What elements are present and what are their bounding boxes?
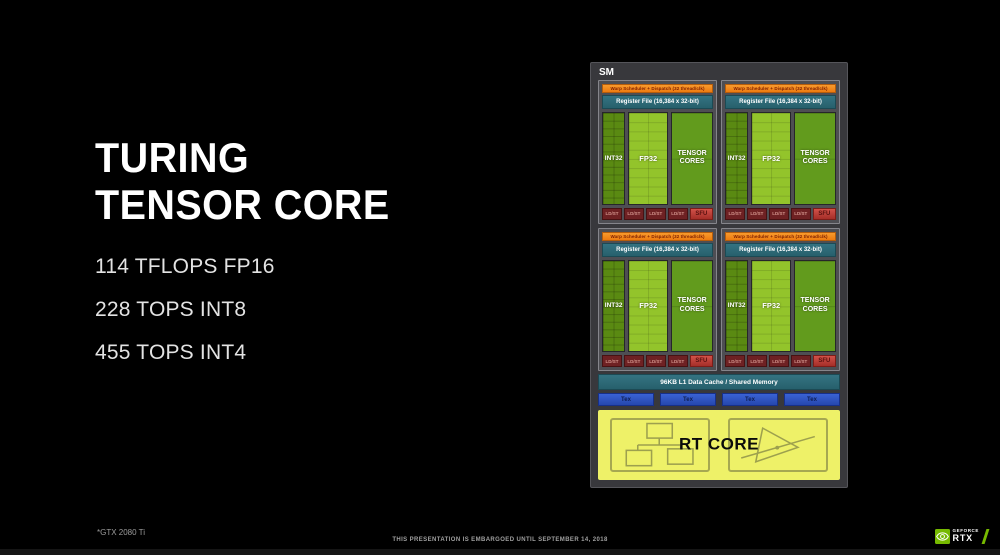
tensor-cores-block: TENSOR CORES — [671, 259, 713, 352]
sm-partition-3: Warp Scheduler + Dispatch (32 thread/clk… — [598, 227, 717, 371]
sm-partition-4: Warp Scheduler + Dispatch (32 thread/clk… — [721, 227, 840, 371]
logo-geforce-label: GEFORCE — [952, 527, 979, 533]
ray-triangle-box — [728, 418, 828, 472]
embargo-notice: THIS PRESENTATION IS EMBARGOED UNTIL SEP… — [392, 537, 608, 543]
warp-scheduler-bar: Warp Scheduler + Dispatch (32 thread/clk… — [725, 231, 836, 241]
ldst-unit: LD/ST — [602, 207, 622, 220]
ldst-unit: LD/ST — [790, 207, 811, 220]
ldst-sfu-row: LD/ST LD/ST LD/ST LD/ST SFU — [602, 355, 713, 367]
ldst-unit: LD/ST — [768, 207, 789, 220]
register-file-bar: Register File (16,384 x 32-bit) — [725, 242, 836, 257]
page-title: TURING TENSOR CORE — [95, 134, 390, 229]
int32-block: INT32 — [725, 112, 749, 205]
tex-unit: Tex — [722, 393, 778, 406]
nvidia-logo-icon — [934, 528, 950, 544]
sfu-unit: SFU — [812, 355, 836, 367]
ldst-unit: LD/ST — [725, 355, 745, 367]
ldst-unit: LD/ST — [645, 355, 666, 367]
fp32-block: FP32 — [628, 112, 669, 205]
left-text-panel: TURING TENSOR CORE 114 TFLOPS FP16 228 T… — [95, 134, 409, 385]
geforce-rtx-logo: GEFORCE RTX — [934, 527, 990, 545]
register-file-bar: Register File (16,384 x 32-bit) — [725, 95, 836, 109]
logo-rtx-label: RTX — [952, 533, 973, 544]
ray-triangle-icon — [740, 426, 816, 464]
title-line-1: TURING — [95, 134, 250, 181]
register-file-bar: Register File (16,384 x 32-bit) — [602, 95, 713, 109]
sm-diagram-label: SM — [599, 67, 614, 78]
ldst-unit: LD/ST — [667, 207, 688, 220]
bvh-box — [610, 418, 710, 472]
int32-block: INT32 — [602, 112, 626, 205]
fp32-block: FP32 — [628, 259, 669, 352]
ldst-unit: LD/ST — [667, 355, 688, 367]
sm-diagram: SM Warp Scheduler + Dispatch (32 thread/… — [590, 62, 848, 488]
sfu-unit: SFU — [812, 207, 836, 220]
register-file-bar: Register File (16,384 x 32-bit) — [602, 242, 713, 257]
ldst-unit: LD/ST — [746, 355, 767, 367]
spec-int4: 455 TOPS INT4 — [95, 340, 247, 364]
tex-unit-row: Tex Tex Tex Tex — [598, 393, 840, 406]
title-line-2: TENSOR CORE — [95, 181, 390, 229]
tex-unit: Tex — [784, 393, 840, 406]
sm-partition-grid: Warp Scheduler + Dispatch (32 thread/clk… — [598, 80, 840, 371]
int32-block: INT32 — [602, 259, 626, 352]
bottom-strip — [0, 549, 1000, 555]
ldst-unit: LD/ST — [790, 355, 811, 367]
tex-unit: Tex — [598, 393, 654, 406]
sm-partition-2: Warp Scheduler + Dispatch (32 thread/clk… — [721, 80, 840, 224]
warp-scheduler-bar: Warp Scheduler + Dispatch (32 thread/clk… — [725, 84, 836, 93]
spec-int8: 228 TOPS INT8 — [95, 297, 247, 321]
logo-text: GEFORCE RTX — [952, 527, 979, 544]
ldst-unit: LD/ST — [623, 355, 644, 367]
rt-core-block: RT CORE — [598, 410, 840, 480]
sfu-unit: SFU — [689, 207, 713, 220]
tex-unit: Tex — [660, 393, 716, 406]
sm-partition-1: Warp Scheduler + Dispatch (32 thread/clk… — [598, 80, 717, 224]
ldst-unit: LD/ST — [746, 207, 767, 220]
execution-units: INT32 FP32 TENSOR CORES — [602, 259, 713, 352]
execution-units: INT32 FP32 TENSOR CORES — [725, 112, 836, 205]
tensor-cores-block: TENSOR CORES — [794, 259, 836, 352]
ldst-sfu-row: LD/ST LD/ST LD/ST LD/ST SFU — [725, 355, 836, 367]
fp32-block: FP32 — [751, 112, 792, 205]
execution-units: INT32 FP32 TENSOR CORES — [602, 112, 713, 205]
spec-list: 114 TFLOPS FP16 228 TOPS INT8 455 TOPS I… — [95, 256, 409, 363]
l1-cache-bar: 96KB L1 Data Cache / Shared Memory — [598, 374, 840, 390]
warp-scheduler-bar: Warp Scheduler + Dispatch (32 thread/clk… — [602, 84, 713, 93]
tensor-cores-block: TENSOR CORES — [671, 112, 713, 205]
ldst-unit: LD/ST — [623, 207, 644, 220]
execution-units: INT32 FP32 TENSOR CORES — [725, 259, 836, 352]
fp32-block: FP32 — [751, 259, 792, 352]
ldst-sfu-row: LD/ST LD/ST LD/ST LD/ST SFU — [725, 207, 836, 220]
ldst-unit: LD/ST — [768, 355, 789, 367]
int32-block: INT32 — [725, 259, 749, 352]
footnote: *GTX 2080 Ti — [97, 528, 146, 537]
ldst-sfu-row: LD/ST LD/ST LD/ST LD/ST SFU — [602, 207, 713, 220]
tensor-cores-block: TENSOR CORES — [794, 112, 836, 205]
ldst-unit: LD/ST — [645, 207, 666, 220]
warp-scheduler-bar: Warp Scheduler + Dispatch (32 thread/clk… — [602, 231, 713, 241]
rt-core-label: RT CORE — [679, 434, 759, 454]
ldst-unit: LD/ST — [725, 207, 745, 220]
spec-fp16: 114 TFLOPS FP16 — [95, 254, 275, 278]
ldst-unit: LD/ST — [602, 355, 622, 367]
bvh-tree-icon — [625, 422, 694, 467]
sfu-unit: SFU — [689, 355, 713, 367]
